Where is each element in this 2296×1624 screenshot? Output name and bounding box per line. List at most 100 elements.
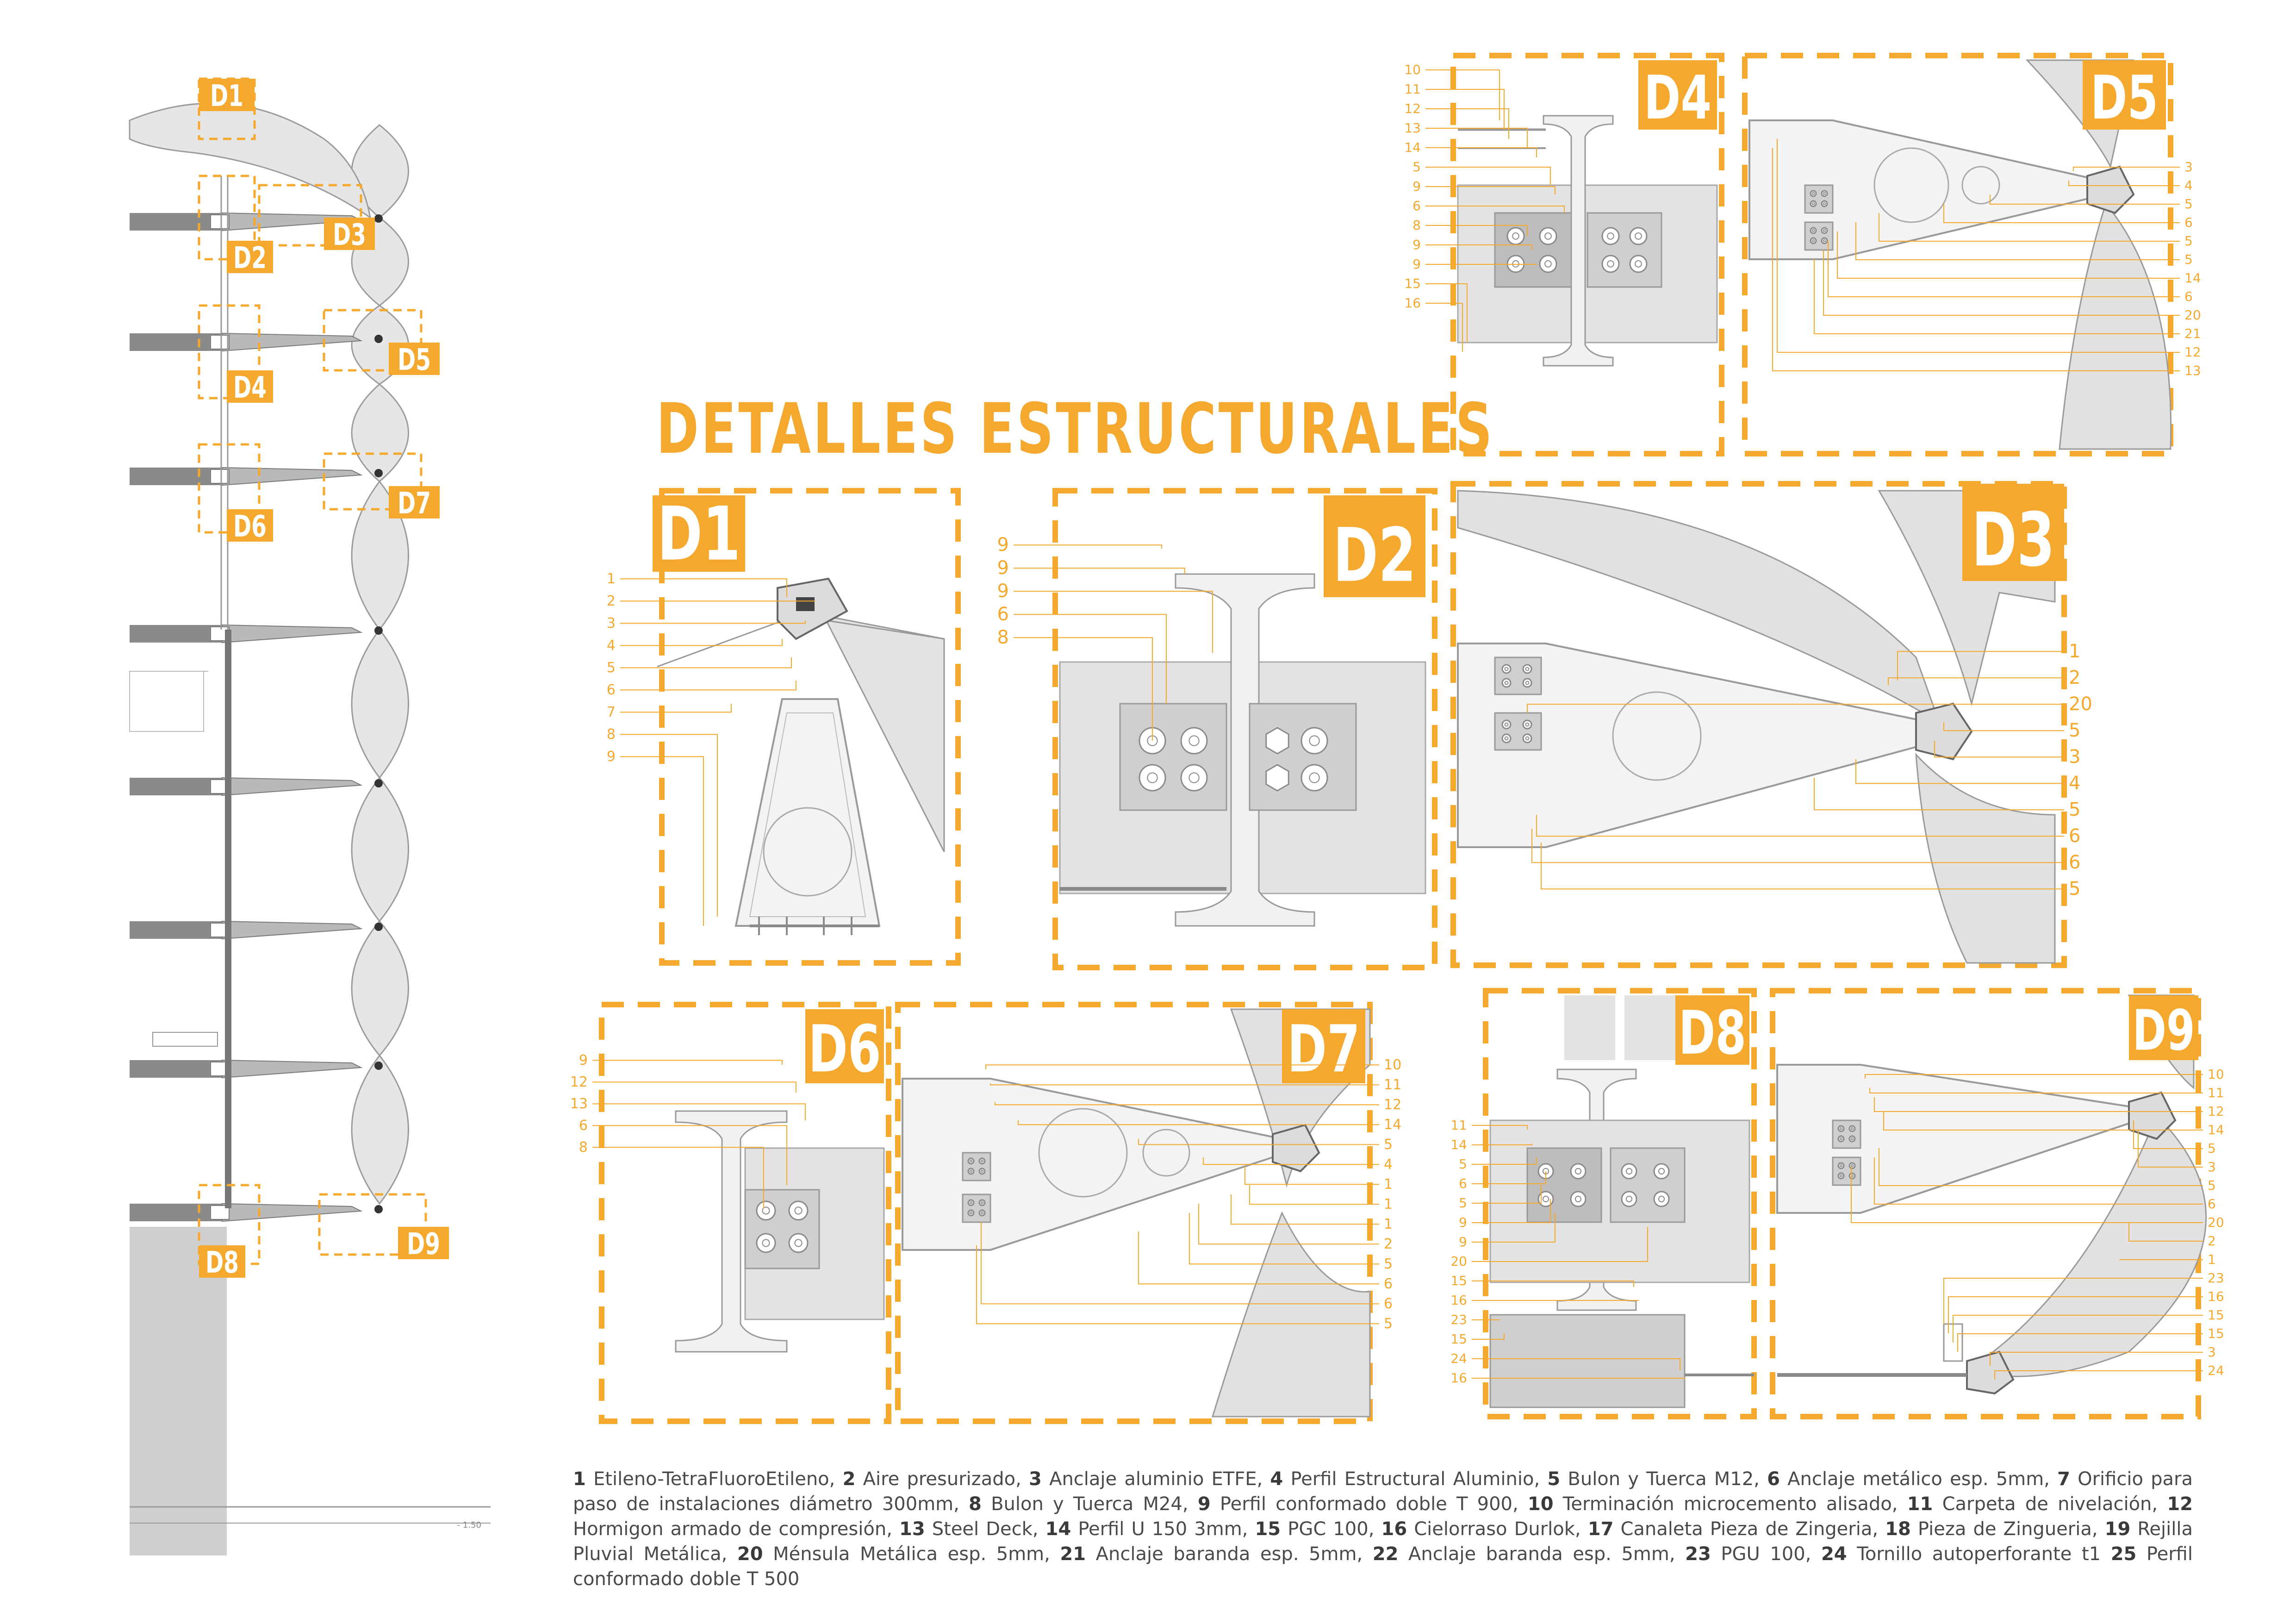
legend-number: 17 (1587, 1518, 1614, 1540)
leader-line (1865, 1074, 2147, 1079)
bolt-icon (980, 1159, 984, 1163)
legend-text: Tornillo autoperforante t1 (1847, 1543, 2111, 1565)
bolt-icon (1539, 255, 1557, 273)
detail-tag-label: D7 (398, 486, 431, 520)
legend-number: 12 (2167, 1493, 2193, 1515)
leader-line (1462, 225, 1528, 236)
cushion-anchor (374, 1062, 383, 1070)
callout-number: 11 (1450, 1118, 1467, 1133)
anchor-bolt (796, 597, 815, 611)
aluminium-anchor (1272, 1124, 1320, 1173)
callout-number: 16 (2208, 1289, 2224, 1304)
leader-line (606, 1125, 787, 1185)
leader-line (1249, 1185, 1296, 1205)
bolt-icon (794, 1239, 803, 1247)
legend-text: Pieza de Zingueria, (1910, 1518, 2105, 1540)
bolt-icon (1539, 227, 1557, 245)
detail-tag-label: D1 (657, 491, 740, 577)
callout-number: 16 (1450, 1293, 1467, 1308)
interior-outline (129, 671, 204, 732)
leader-line (1462, 69, 1500, 120)
bolt-icon (969, 1159, 973, 1163)
floor-slab (130, 778, 222, 795)
connection-plate (1494, 656, 1542, 695)
connection-plate (1832, 1119, 1861, 1149)
leader-line (1495, 1171, 1546, 1185)
bolt-icon (1574, 1168, 1582, 1175)
detail-tag-label: D1 (210, 79, 243, 113)
legend-text: Etileno-TetraFluoroEtileno, (585, 1468, 843, 1490)
aluminium-anchor (2128, 1091, 2177, 1140)
steel-i-beam (1543, 115, 1614, 367)
callout-number: 20 (2184, 307, 2201, 323)
callout-number: 12 (2208, 1104, 2224, 1119)
callout-number: 11 (2208, 1085, 2224, 1100)
legend-text: Anclaje baranda esp. 5mm, (1086, 1543, 1373, 1565)
bolt-icon (1850, 1137, 1854, 1141)
callout-number: 14 (1404, 140, 1421, 155)
bolt-icon (1823, 202, 1826, 206)
bolt-icon (1823, 239, 1826, 243)
bolt-icon (1810, 237, 1817, 244)
leader-line (1536, 815, 1944, 837)
callout-number: 16 (1450, 1370, 1467, 1386)
floor-slab (130, 333, 222, 351)
detail-tag-bg (1282, 1009, 1365, 1083)
service-hole (1961, 166, 2000, 205)
bolt-icon (978, 1209, 986, 1217)
legend-text: Steel Deck, (925, 1518, 1045, 1540)
callout-number: 5 (607, 660, 616, 676)
callout-number: 5 (2208, 1178, 2216, 1193)
bolt-icon (969, 1201, 973, 1205)
callout-number: 6 (2208, 1196, 2216, 1212)
leader-line (976, 1245, 1296, 1324)
leader-line (1018, 1120, 1296, 1125)
bolt-icon (1522, 719, 1532, 730)
callout-number: 6 (2184, 289, 2193, 304)
callout-number: 12 (570, 1074, 588, 1090)
bolt-icon (788, 1233, 809, 1253)
callout-number: 5 (1412, 159, 1421, 175)
callout-number: 2 (607, 593, 616, 609)
bolt-icon (1537, 1191, 1554, 1207)
bolt-icon (1837, 1125, 1845, 1132)
bolt-icon (1544, 260, 1552, 268)
callout-number: 5 (1384, 1256, 1393, 1272)
leader-line (1855, 759, 1944, 784)
leader-line (606, 1147, 764, 1208)
callout-number: 11 (1384, 1077, 1401, 1093)
section-mark-frame (323, 309, 423, 372)
leader-line (671, 734, 718, 917)
bolt-icon (1821, 227, 1828, 234)
leader-line (606, 1103, 806, 1120)
aluminium-anchor (1966, 1350, 2015, 1395)
legend-number: 22 (1372, 1543, 1399, 1565)
detail-tag-bg (653, 495, 745, 572)
legend-number: 2 (842, 1468, 856, 1490)
callout-number: 21 (2184, 326, 2201, 341)
callout-number: 5 (1459, 1195, 1467, 1211)
leader-line (671, 681, 796, 691)
legend-number: 10 (1527, 1493, 1554, 1515)
nut-icon (1265, 727, 1289, 755)
legend-text: Perfil conformado doble T 900, (1210, 1493, 1528, 1515)
detail-tag-label: D5 (398, 343, 431, 377)
legend-number: 4 (1270, 1468, 1283, 1490)
bolt-icon (1501, 664, 1512, 674)
legend-number: 9 (1197, 1493, 1211, 1515)
connection-plate (962, 1193, 991, 1223)
leader-line (1888, 677, 1944, 685)
leader-line (1531, 829, 1944, 863)
leader-line (1953, 1315, 2147, 1343)
callout-number: 13 (2184, 363, 2201, 378)
leader-line (2119, 1259, 2147, 1261)
callout-number: 4 (2184, 178, 2193, 193)
callout-number: 6 (607, 682, 616, 698)
bolt-icon (788, 1200, 809, 1221)
connection-plate (962, 1152, 991, 1181)
bolt-icon (967, 1168, 975, 1175)
leader-line (1883, 1111, 2147, 1131)
callout-number: 8 (579, 1139, 588, 1156)
detail-tag-bg (199, 79, 255, 111)
detail-frame (1450, 53, 1724, 456)
